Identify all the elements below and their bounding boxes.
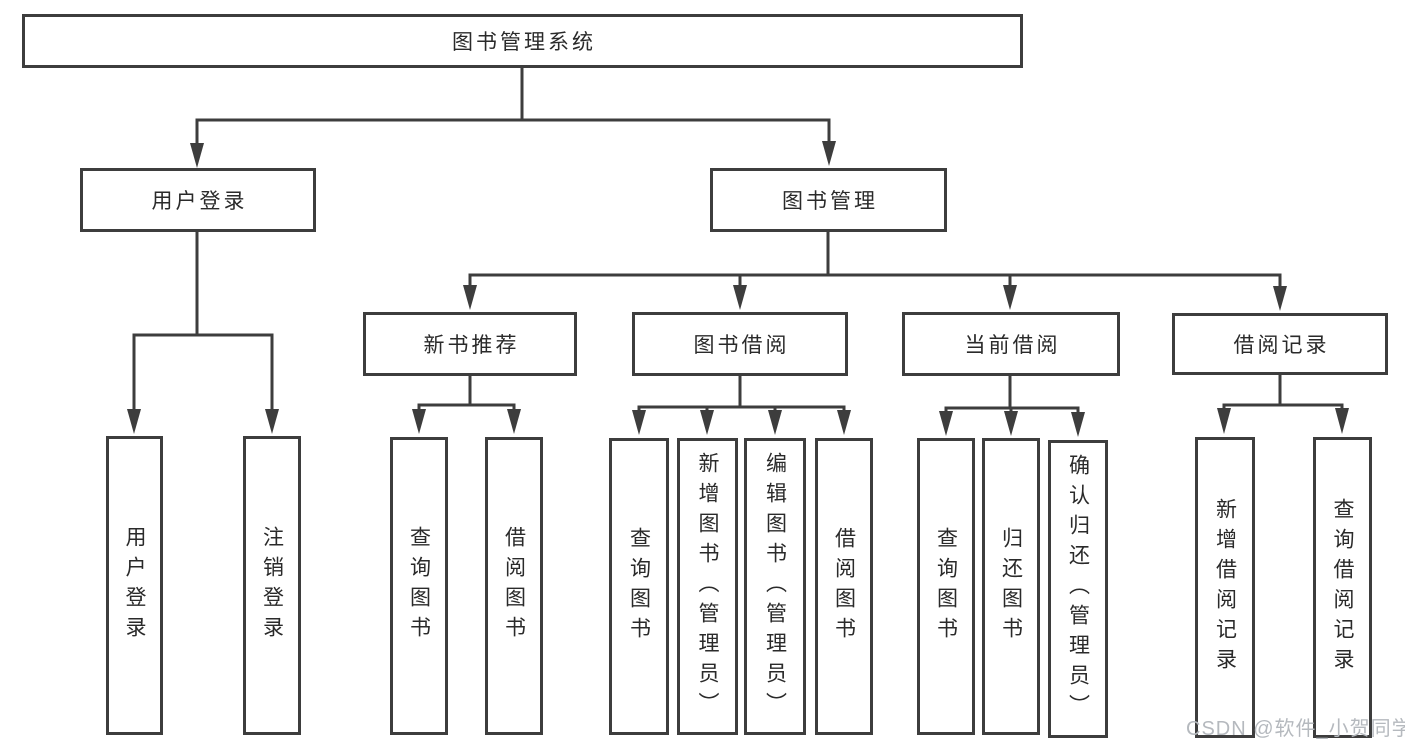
connector-book-borrowing-children xyxy=(632,376,851,435)
connector-user-login-children xyxy=(127,232,279,434)
node-new-book-recommend: 新书推荐 xyxy=(363,312,577,376)
node-new-book-recommend-label: 新书推荐 xyxy=(423,334,520,357)
leaf-query-borrow-record-label: 查询借阅记录 xyxy=(1331,497,1354,678)
leaf-query-borrow-record: 查询借阅记录 xyxy=(1313,437,1372,738)
node-borrowing-records: 借阅记录 xyxy=(1172,313,1388,375)
leaf-logout: 注销登录 xyxy=(243,436,301,735)
connector-root-to-level2 xyxy=(190,68,836,168)
leaf-borrow-books: 借阅图书 xyxy=(815,438,873,735)
leaf-query-books-current: 查询图书 xyxy=(917,438,975,735)
leaf-borrow-books-label: 借阅图书 xyxy=(832,526,856,647)
connector-book-management-children xyxy=(463,232,1287,311)
node-book-management-label: 图书管理 xyxy=(782,190,878,213)
connector-new-book-recommend-children xyxy=(412,376,521,434)
leaf-user-login-label: 用户登录 xyxy=(123,525,146,646)
node-library-system-label: 图书管理系统 xyxy=(452,31,596,54)
node-library-system: 图书管理系统 xyxy=(22,14,1023,68)
leaf-query-books-recommend: 查询图书 xyxy=(390,437,448,735)
leaf-add-borrow-record-label: 新增借阅记录 xyxy=(1213,497,1237,678)
node-book-management: 图书管理 xyxy=(710,168,947,232)
leaf-edit-book-admin: 编辑图书（管理员） xyxy=(744,438,806,735)
leaf-query-books-borrow: 查询图书 xyxy=(609,438,669,735)
node-user-login: 用户登录 xyxy=(80,168,316,232)
node-current-borrowing-label: 当前借阅 xyxy=(964,334,1061,357)
leaf-edit-book-admin-label: 编辑图书（管理员） xyxy=(763,451,787,722)
leaf-query-books-recommend-label: 查询图书 xyxy=(407,526,431,646)
watermark-text: CSDN @软件_小贺同学 xyxy=(1186,718,1405,740)
leaf-add-book-admin: 新增图书（管理员） xyxy=(677,438,738,735)
leaf-return-books-label: 归还图书 xyxy=(999,526,1023,647)
leaf-query-books-borrow-label: 查询图书 xyxy=(627,526,651,647)
leaf-return-books: 归还图书 xyxy=(982,438,1040,735)
node-borrowing-records-label: 借阅记录 xyxy=(1233,334,1330,357)
leaf-add-borrow-record: 新增借阅记录 xyxy=(1195,437,1255,738)
node-user-login-label: 用户登录 xyxy=(151,190,248,213)
leaf-borrow-books-recommend-label: 借阅图书 xyxy=(502,526,526,646)
leaf-logout-label: 注销登录 xyxy=(260,525,284,646)
leaf-add-book-admin-label: 新增图书（管理员） xyxy=(696,451,719,722)
leaf-query-books-current-label: 查询图书 xyxy=(934,526,958,647)
node-book-borrowing: 图书借阅 xyxy=(632,312,848,376)
leaf-confirm-return-admin: 确认归还（管理员） xyxy=(1048,440,1108,738)
connector-borrowing-records-children xyxy=(1217,375,1349,434)
leaf-confirm-return-admin-label: 确认归还（管理员） xyxy=(1066,454,1090,724)
leaf-borrow-books-recommend: 借阅图书 xyxy=(485,437,543,735)
leaf-user-login: 用户登录 xyxy=(106,436,163,735)
node-current-borrowing: 当前借阅 xyxy=(902,312,1120,376)
connector-current-borrowing-children xyxy=(939,376,1085,437)
node-book-borrowing-label: 图书借阅 xyxy=(693,334,790,357)
